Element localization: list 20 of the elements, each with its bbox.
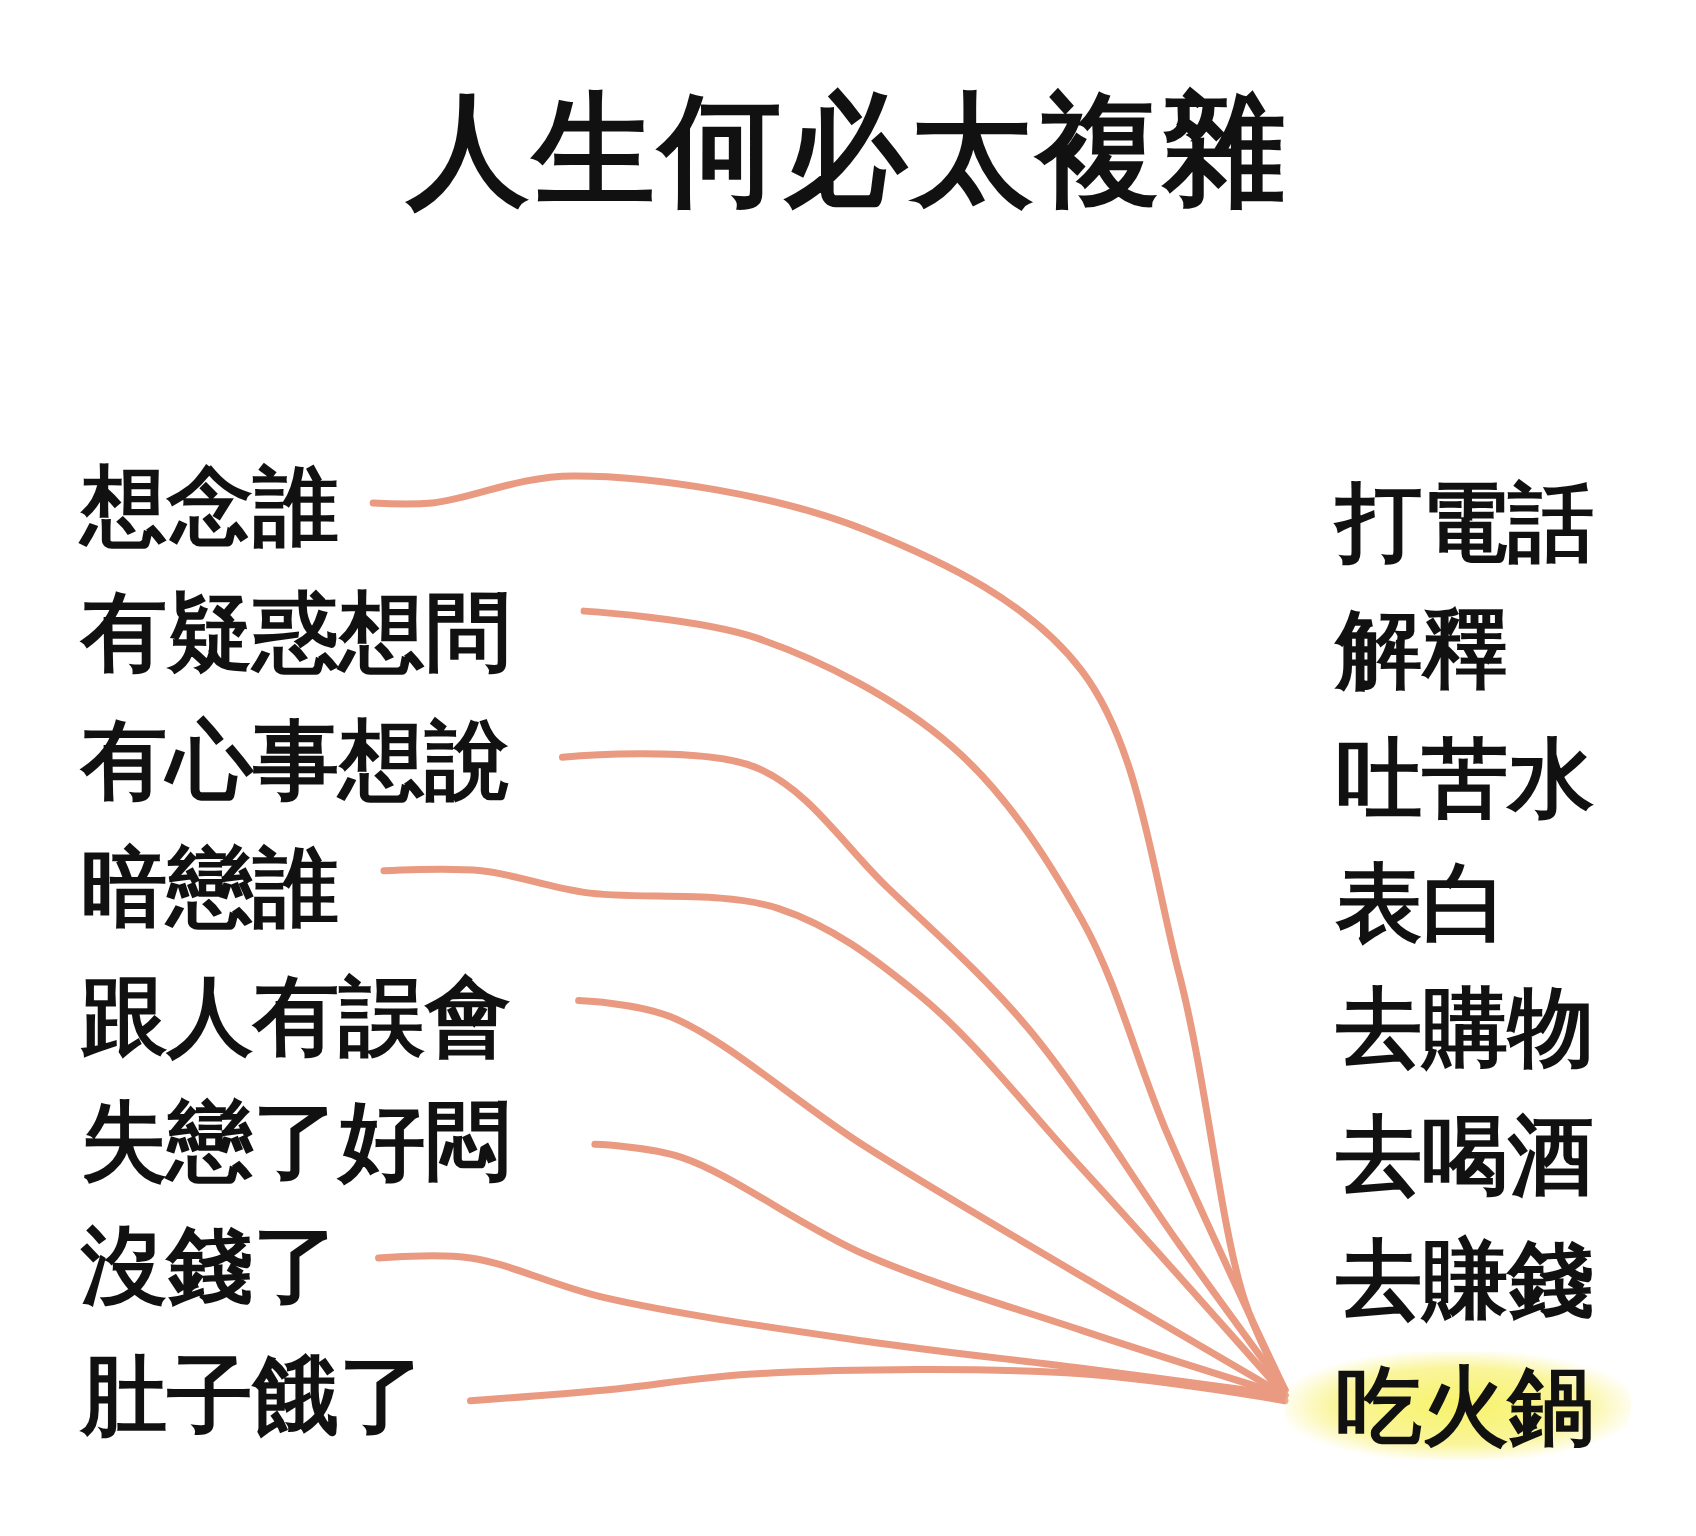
text-label: 去喝酒	[1335, 1101, 1618, 1210]
connector-line	[591, 1140, 1289, 1399]
text-label: 沒錢了	[81, 1211, 379, 1320]
text-label: 失戀了好悶	[81, 1087, 595, 1196]
text-label: 去購物	[1335, 973, 1618, 1082]
text-label: 暗戀誰	[81, 832, 384, 941]
text-label: 吐苦水	[1335, 724, 1618, 833]
connector-line	[558, 750, 1289, 1394]
connector-line	[375, 1252, 1289, 1399]
highlighted-label: 吃火鍋	[1284, 1352, 1632, 1461]
text-label: 有疑惑想問	[81, 578, 585, 687]
text-label: 有心事想說	[81, 706, 563, 815]
text-label: 跟人有誤會	[81, 962, 579, 1071]
text-label: 解釋	[1335, 594, 1618, 704]
text-label: 去賺錢	[1335, 1225, 1618, 1334]
text-label: 表白	[1335, 849, 1618, 958]
text-label: 肚子餓了	[81, 1341, 471, 1450]
text-label: 打電話	[1335, 468, 1618, 577]
title: 人生何必太複雜	[404, 78, 1290, 223]
connector-line	[467, 1366, 1289, 1405]
